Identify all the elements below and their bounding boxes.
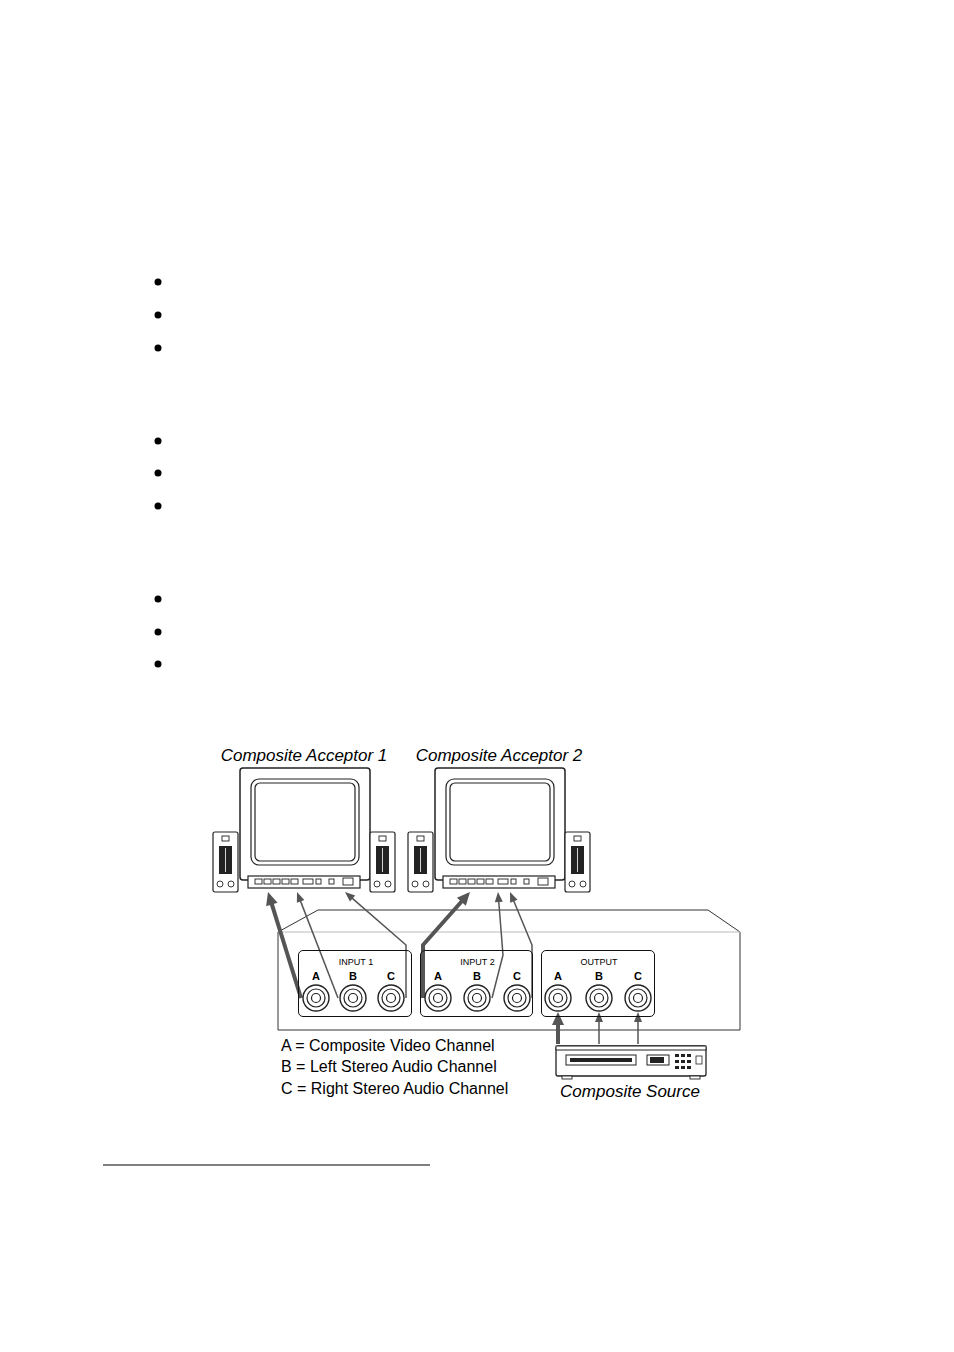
device-label: Composite Acceptor 1 [221, 746, 388, 766]
channel-letter: A [554, 970, 562, 982]
rca-jack: C [376, 967, 406, 1012]
device-label: Composite Acceptor 2 [416, 746, 583, 766]
rca-jack: A [423, 967, 453, 1012]
bullet-dots [155, 279, 162, 668]
channel-letter: C [634, 970, 642, 982]
arrowhead [266, 892, 277, 906]
switch-housing [278, 910, 740, 1030]
channel-letter: A [312, 970, 320, 982]
arrowhead [510, 892, 518, 903]
arrowhead [634, 1012, 642, 1022]
cable-line [272, 903, 301, 998]
monitor-with-speakers: Composite Acceptor 1 [213, 746, 395, 892]
signal-cable [297, 892, 338, 998]
device-label: Composite Source [560, 1082, 700, 1102]
arrowhead [457, 892, 470, 906]
monitor-drawing [408, 746, 590, 892]
arrowhead [345, 892, 355, 902]
channel-key: C = Right Stereo Audio Channel [281, 1079, 508, 1098]
monitor-with-speakers: Composite Acceptor 2 [408, 746, 590, 892]
connector-panel: OUTPUT A B C [541, 950, 655, 1017]
rca-jack: B [338, 967, 368, 1012]
signal-cable [510, 892, 532, 998]
arrowhead [552, 1012, 564, 1025]
signal-cable [423, 892, 470, 998]
rca-jack: A [301, 967, 331, 1012]
connector-panel: INPUT 2 A B C [420, 950, 533, 1017]
channel-letter: C [513, 970, 521, 982]
cable-line [556, 1024, 560, 1044]
rca-jack: A [543, 967, 573, 1012]
panel-label: INPUT 2 [460, 957, 494, 967]
channel-key: B = Left Stereo Audio Channel [281, 1057, 497, 1076]
cable-line [637, 1021, 639, 1044]
connector-panel: INPUT 1 A B C [298, 950, 412, 1017]
panel-label: OUTPUT [581, 957, 618, 967]
arrowhead [495, 892, 503, 902]
cable-line [352, 898, 406, 998]
channel-letter: C [387, 970, 395, 982]
signal-cable [266, 892, 301, 998]
panel-label: INPUT 1 [339, 957, 373, 967]
channel-key: A = Composite Video Channel [281, 1036, 495, 1055]
cable-line [598, 1021, 600, 1044]
rca-jack: C [623, 967, 653, 1012]
arrowhead [297, 892, 304, 903]
monitor-drawing [213, 746, 395, 892]
channel-letter: B [473, 970, 481, 982]
arrowhead [595, 1012, 603, 1022]
channel-letter: B [595, 970, 603, 982]
rca-jack: C [502, 967, 532, 1012]
channel-letter: A [434, 970, 442, 982]
footnote-rule [103, 1165, 430, 1166]
rca-jack: B [462, 967, 492, 1012]
video-source-deck: Composite Source [550, 1044, 710, 1104]
deck-drawing [550, 1044, 710, 1080]
channel-letter: B [349, 970, 357, 982]
signal-cable [492, 892, 503, 998]
rca-jack: B [584, 967, 614, 1012]
signal-cable [345, 892, 406, 998]
